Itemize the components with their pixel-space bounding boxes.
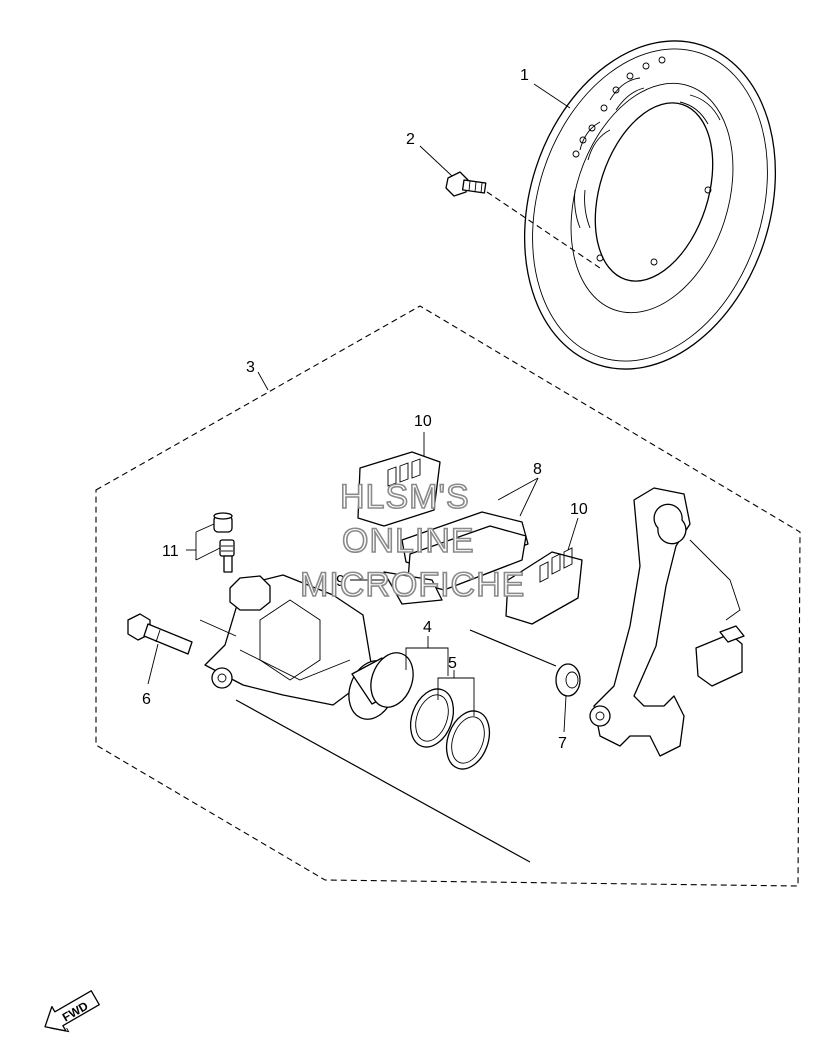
callout-7: 7: [558, 735, 567, 752]
callout-1: 1: [520, 67, 529, 84]
callout-9: 9: [336, 573, 345, 590]
callout-5: 5: [448, 655, 457, 672]
watermark-line-3: MICROFICHE: [300, 566, 525, 604]
callout-6: 6: [142, 691, 151, 708]
callout-3: 3: [246, 359, 255, 376]
caliper-assembly-boundary: [95, 305, 801, 887]
dust-boot: [469, 629, 581, 697]
leader-lines: [147, 83, 579, 733]
callout-10-left: 10: [414, 413, 432, 430]
callout-10-right: 10: [570, 501, 588, 518]
fwd-arrow-icon: FWD: [44, 990, 100, 1033]
pad-spring: [350, 571, 443, 605]
callout-11: 11: [162, 543, 179, 560]
watermark: HLSM'S ONLINE MICROFICHE: [299, 477, 525, 605]
watermark-line-1: HLSM'S: [340, 478, 470, 516]
disc-bolt: [445, 171, 601, 269]
callout-4: 4: [423, 619, 432, 636]
callout-8: 8: [533, 461, 542, 478]
caliper-body: [199, 574, 531, 863]
piston-seals: [409, 688, 491, 770]
brake-disc: [523, 40, 777, 370]
caliper-bracket: [589, 487, 745, 757]
watermark-line-2: ONLINE: [342, 522, 475, 560]
pistons: [348, 652, 414, 720]
bleed-screw: [213, 512, 235, 573]
callout-2: 2: [406, 131, 415, 148]
brake-pads: [357, 451, 583, 625]
slide-pin-bolt: [127, 613, 193, 655]
